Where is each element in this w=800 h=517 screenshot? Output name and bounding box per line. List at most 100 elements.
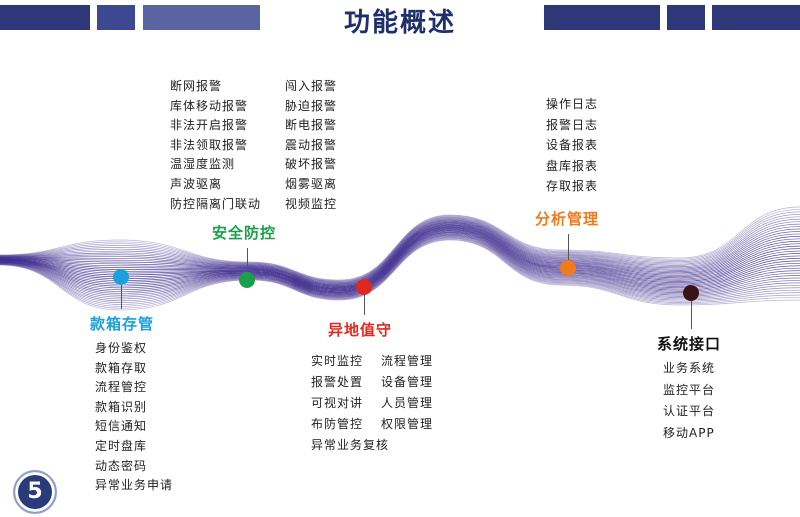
wave-line [0,221,800,287]
connector-analysis [568,234,569,260]
wave-line [0,236,800,302]
wave-line [0,235,800,298]
node-items-remote-col1: 实时监控 报警处置 可视对讲 布防管控 异常业务复核 [311,351,389,456]
connector-remote [364,295,365,315]
list-item: 胁迫报警 [285,98,338,113]
list-item: 监控平台 [663,382,716,397]
list-item: 声波驱离 [170,176,223,191]
wave-line [0,216,800,283]
list-item: 认证平台 [663,404,716,418]
list-item: 破坏报警 [285,157,338,172]
list-item: 烟雾驱离 [285,176,338,191]
wave-line [0,238,800,309]
wave-line [0,227,800,291]
list-item: 非法开启报警 [170,118,249,133]
node-items-security-col2: 闯入报警 胁迫报警 断电报警 震动报警 破坏报警 烟雾驱离 视频监控 [285,77,337,214]
wave-line [0,225,800,289]
list-item: 报警日志 [546,117,599,132]
header-bar-left-mid [97,5,135,30]
wave-line [0,237,800,305]
node-items-analysis: 操作日志 报警日志 设备报表 盘库报表 存取报表 [546,94,598,197]
header-bar-left-light [143,5,260,30]
list-item: 移动APP [663,425,715,440]
wave-line [0,223,800,288]
wave-line [0,232,800,295]
wave-line [0,221,800,286]
list-item: 设备管理 [381,375,434,389]
list-item: 款箱存取 [95,360,148,375]
wave-line [0,235,800,300]
wave-line [0,209,800,281]
wave-line [0,213,800,282]
list-item: 身份鉴权 [95,341,148,355]
wave-line [0,223,800,288]
wave-line [0,227,800,291]
list-item: 断网报警 [170,79,223,93]
wave-line [0,238,800,307]
connector-interface [691,301,692,329]
node-dot-interface [683,285,699,301]
wave-line [0,231,800,294]
node-items-deposit: 身份鉴权 款箱存取 流程管控 款箱识别 短信通知 定时盘库 动态密码 异常业务申… [95,339,173,496]
list-item: 异常业务复核 [311,438,390,452]
list-item: 款箱识别 [95,399,148,414]
header-bar-left-dark [0,5,90,30]
node-items-security-col1: 断网报警 库体移动报警 非法开启报警 非法领取报警 温湿度监测 声波驱离 防控隔… [170,77,261,214]
wave-line [0,230,800,293]
list-item: 震动报警 [285,137,338,152]
list-item: 闯入报警 [285,79,338,93]
list-item: 人员管理 [381,396,434,410]
list-item: 防控隔离门联动 [170,196,262,211]
list-item: 断电报警 [285,118,338,133]
node-label-interface: 系统接口 [657,335,722,353]
wave-line [0,217,800,283]
list-item: 流程管控 [95,380,148,395]
list-item: 动态密码 [95,458,148,473]
wave-line [0,224,800,289]
wave-line [0,237,800,303]
wave-line [0,220,800,286]
wave-line [0,239,800,311]
list-item: 业务系统 [663,361,716,375]
node-items-remote-col2: 流程管理 设备管理 人员管理 权限管理 [381,351,433,435]
wave-line [0,206,800,281]
list-item: 定时盘库 [95,438,148,453]
wave-line [0,218,800,284]
wave-line [0,219,800,285]
list-item: 操作日志 [546,97,599,111]
list-item: 实时监控 [311,354,364,368]
wave-line [0,219,800,285]
header-bar-right-end [712,5,800,30]
connector-security [247,248,248,272]
list-item: 流程管理 [381,354,434,368]
wave-line [0,211,800,282]
wave-line [0,226,800,290]
node-label-remote: 异地值守 [328,321,393,339]
wave-line [0,234,800,297]
list-item: 布防管控 [311,417,364,431]
wave-line [0,225,800,290]
wave-line [0,229,800,292]
list-item: 存取报表 [546,179,599,193]
header-bar-right-short [667,5,705,30]
list-item: 库体移动报警 [170,98,249,113]
page-number-badge: 5 [13,470,57,514]
list-item: 视频监控 [285,196,338,211]
node-dot-remote [356,279,372,295]
page-title: 功能概述 [343,8,456,38]
wave-line [0,233,800,296]
node-dot-deposit [113,269,129,285]
list-item: 非法领取报警 [170,137,249,152]
node-label-analysis: 分析管理 [535,210,600,228]
list-item: 可视对讲 [311,396,364,410]
list-item: 设备报表 [546,138,599,152]
header-bar-right-long [544,5,660,30]
wave-line [0,222,800,287]
list-item: 异常业务申请 [95,478,174,493]
node-dot-analysis [560,260,576,276]
list-item: 报警处置 [311,375,364,389]
wave-line [0,233,800,296]
list-item: 盘库报表 [546,158,599,173]
list-item: 短信通知 [95,419,148,434]
